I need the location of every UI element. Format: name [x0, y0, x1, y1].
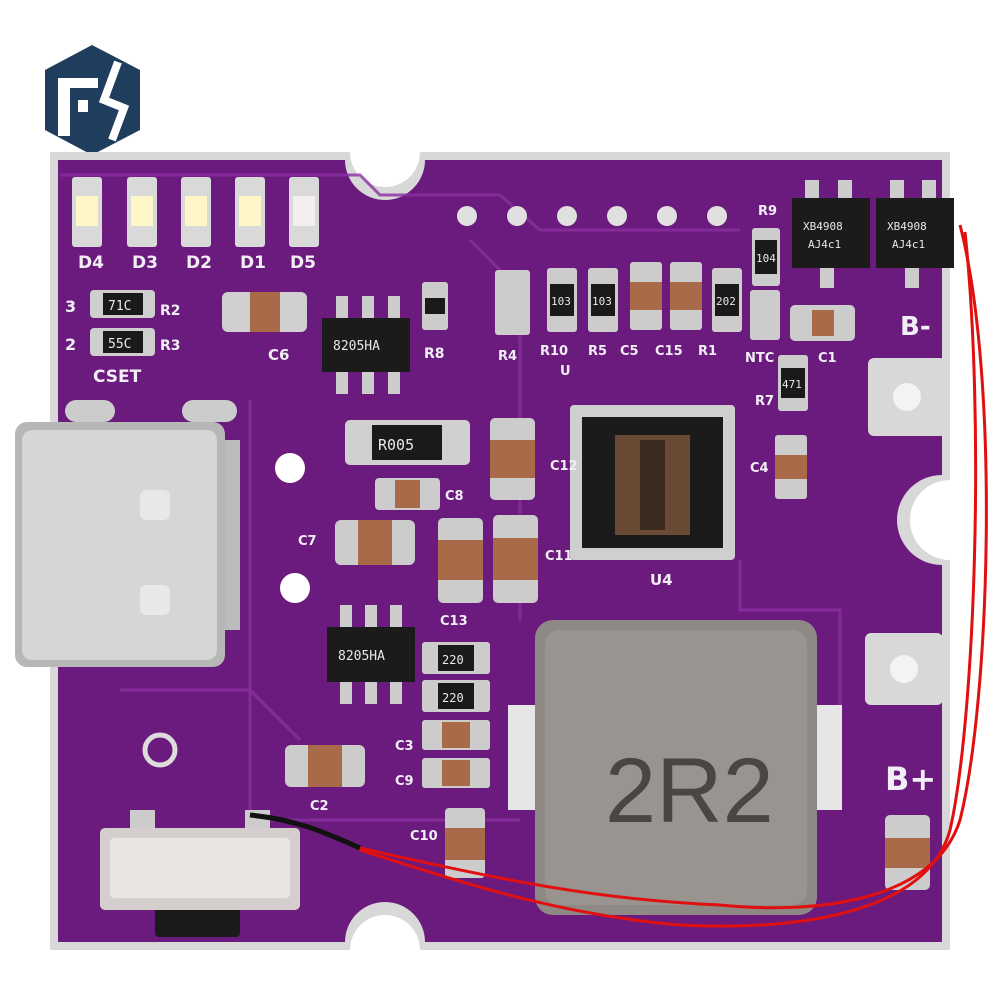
r10-label: R10	[540, 344, 568, 359]
u4-label: U4	[650, 571, 673, 589]
usb-c-port	[15, 400, 240, 667]
cset-resistors: 71C 55C CSET R2 R3 3 2	[65, 290, 181, 387]
c7-label: C7	[298, 534, 317, 549]
c15-label: C15	[655, 344, 683, 359]
led-label-d3: D3	[132, 253, 158, 273]
inductor-2r2: 2R2	[508, 620, 842, 915]
led-row: D4 D3 D2 D1 D5	[72, 177, 319, 273]
inductor-marking: 2R2	[605, 740, 774, 842]
r5-marking: 103	[592, 295, 612, 308]
c12-label: C12	[550, 459, 578, 474]
q2-marking: 8205HA	[338, 649, 385, 664]
ic-u4	[570, 405, 735, 560]
c220b-marking: 220	[442, 691, 464, 705]
c8-label: C8	[445, 489, 464, 504]
xb4908-chip-1: XB4908 AJ4c1	[792, 180, 870, 288]
led-label-d4: D4	[78, 253, 104, 273]
c2-label: C2	[310, 799, 329, 814]
r5-label: R5	[588, 344, 607, 359]
c5-label: C5	[620, 344, 639, 359]
r9-marking: 104	[756, 252, 776, 265]
c220a-marking: 220	[442, 653, 464, 667]
c10-label: C10	[410, 829, 438, 844]
led-label-d2: D2	[186, 253, 212, 273]
xb4908-chip-2: XB4908 AJ4c1	[876, 180, 954, 288]
mounting-hole	[275, 453, 305, 483]
brand-logo	[45, 45, 140, 155]
pin-2-label: 2	[65, 335, 76, 354]
battery-wires	[249, 224, 988, 928]
c11-label: C11	[545, 549, 573, 564]
shunt-marking: R005	[378, 436, 414, 454]
r7-marking: 471	[782, 378, 802, 391]
pin-3-label: 3	[65, 297, 76, 316]
r4-label: R4	[498, 349, 517, 364]
q1-marking: 8205HA	[333, 339, 380, 354]
resistor-row: 103 103 202	[547, 262, 742, 332]
r1-label: R1	[698, 344, 717, 359]
slide-switch[interactable]	[100, 810, 300, 937]
r7-label: R7	[755, 394, 774, 409]
ntc-thermistor	[750, 290, 780, 340]
c6-label: C6	[268, 346, 289, 364]
c1-label: C1	[818, 351, 837, 366]
led-label-d1: D1	[240, 253, 266, 273]
resistor-r4	[495, 270, 530, 335]
r9-label: R9	[758, 204, 777, 219]
r1-marking: 202	[716, 295, 736, 308]
u-label: U	[560, 364, 571, 379]
cset-label: CSET	[93, 367, 142, 387]
r8-label: R8	[424, 346, 445, 362]
c3-label: C3	[395, 739, 414, 754]
test-pad	[142, 732, 178, 768]
xb1-marking: XB4908	[803, 220, 843, 233]
led-label-d5: D5	[290, 253, 316, 273]
r3-marking: 55C	[108, 337, 131, 352]
r10-marking: 103	[551, 295, 571, 308]
b-minus-label: B-	[900, 312, 931, 342]
r3-label: R3	[160, 338, 181, 354]
mosfet-8205ha-top: 8205HA	[322, 296, 410, 394]
c9-label: C9	[395, 774, 414, 789]
c13-label: C13	[440, 614, 468, 629]
xb2-code: AJ4c1	[892, 238, 925, 251]
mounting-hole	[280, 573, 310, 603]
mosfet-8205ha-bottom: 8205HA	[327, 605, 415, 704]
xb2-marking: XB4908	[887, 220, 927, 233]
header-holes	[457, 206, 727, 226]
ntc-label: NTC	[745, 351, 774, 366]
b-plus-label: B+	[885, 760, 936, 798]
xb1-code: AJ4c1	[808, 238, 841, 251]
r2-marking: 71C	[108, 299, 131, 314]
r2-label: R2	[160, 303, 181, 319]
c4-label: C4	[750, 461, 769, 476]
